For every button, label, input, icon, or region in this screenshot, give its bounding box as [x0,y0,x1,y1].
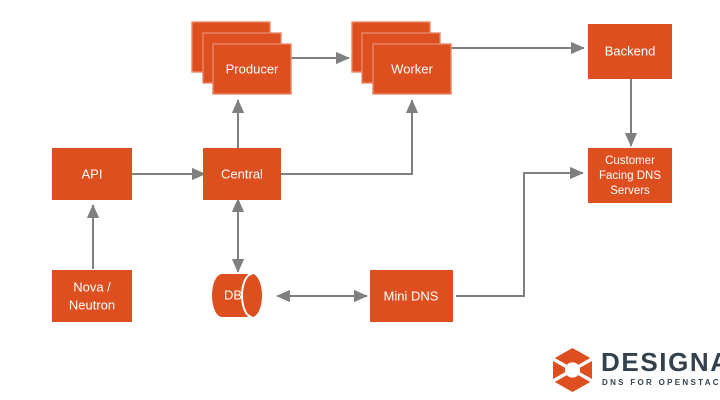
logo-wordmark: DESIGNATE [601,347,720,377]
nova-neutron-box [52,270,132,322]
edge-central-to-worker [281,99,419,175]
connector-layer [86,41,638,303]
hexagon-center-dot [564,362,581,378]
backend-box [588,24,672,79]
node-nova-neutron[interactable]: Nova / Neutron [52,270,132,322]
node-worker[interactable]: Worker [351,21,452,95]
edge-mini-dns-to-customer-dns [456,166,584,297]
db-cylinder-cap [241,273,253,318]
node-central[interactable]: Central [203,148,281,200]
central-box [203,148,281,200]
hexagon-spokes [552,357,593,383]
designate-logo: DESIGNATE DNS FOR OPENSTACK [552,347,720,392]
producer-stack-card-1 [212,43,292,95]
node-mini-dns[interactable]: Mini DNS [370,270,453,322]
node-customer-dns[interactable]: Customer Facing DNS Servers [588,148,672,203]
node-db[interactable]: DB [212,273,262,318]
db-cylinder-body [212,274,262,317]
mini-dns-box [370,270,453,322]
node-api[interactable]: API [52,148,132,200]
api-box [52,148,132,200]
worker-stack-card-1 [372,43,452,95]
customer-dns-box [588,148,672,203]
node-backend[interactable]: Backend [588,24,672,79]
node-producer[interactable]: Producer [191,21,292,95]
hexagon-mark-icon [552,348,593,392]
logo-tagline: DNS FOR OPENSTACK [602,378,720,387]
